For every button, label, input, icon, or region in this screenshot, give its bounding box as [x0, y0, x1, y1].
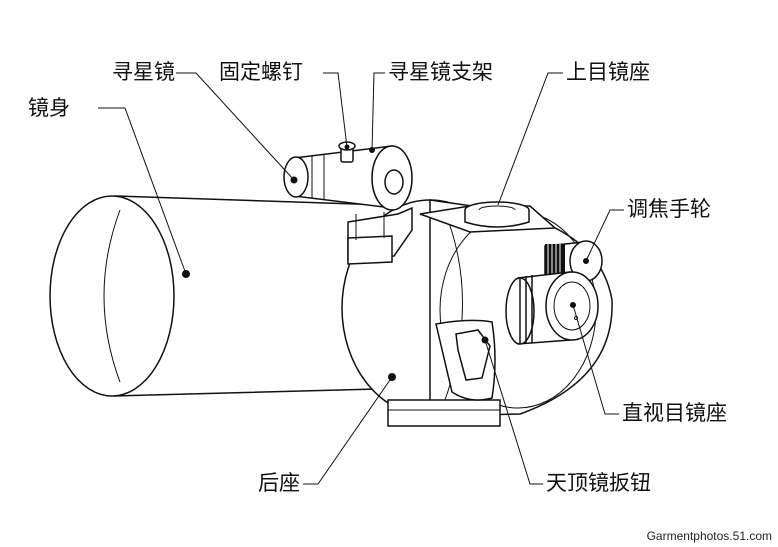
leader-lines [98, 72, 624, 485]
diagonal-lever [435, 319, 496, 401]
label-straight-eyepiece-seat: 直视目镜座 [622, 401, 727, 425]
straight-eyepiece-seat [505, 271, 599, 345]
label-finder-bracket: 寻星镜支架 [388, 60, 493, 84]
watermark: Garmentphotos.51.com [646, 529, 772, 543]
upper-eyepiece-seat [419, 201, 557, 233]
label-finder: 寻星镜 [112, 60, 175, 84]
label-upper-eyepiece-seat: 上目镜座 [566, 60, 650, 84]
label-fixing-screw: 固定螺钉 [219, 60, 303, 84]
label-focus-knob: 调焦手轮 [627, 197, 711, 221]
label-tube-body: 镜身 [28, 96, 70, 120]
tube-body [49, 195, 416, 397]
finder-scope [283, 145, 413, 211]
label-diagonal-lever: 天顶镜扳钮 [546, 471, 651, 495]
finder-bracket [347, 206, 413, 265]
rear-seat-base [387, 399, 501, 427]
label-rear-seat: 后座 [258, 471, 300, 495]
